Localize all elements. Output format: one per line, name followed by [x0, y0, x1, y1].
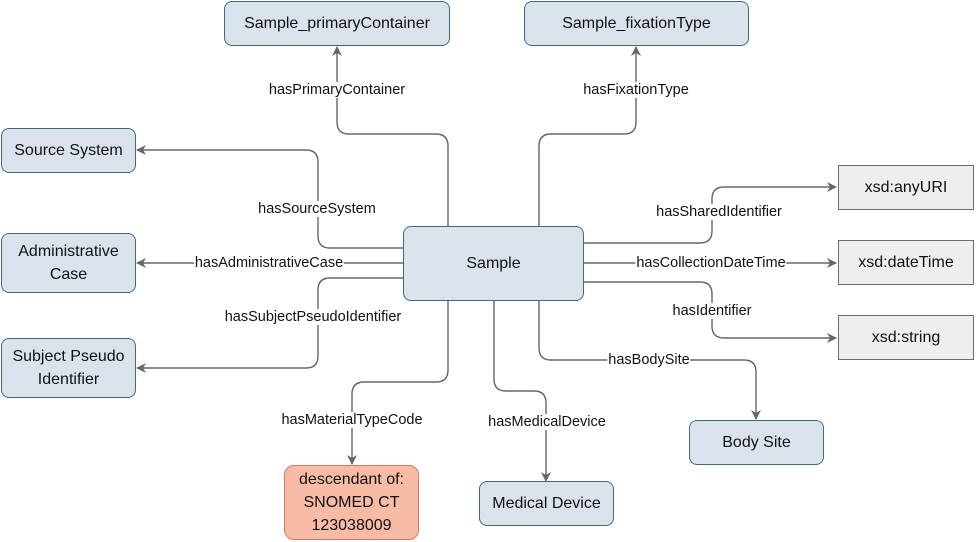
edge-has-medical-device: [493, 301, 551, 482]
node-sample-primary-container[interactable]: Sample_primaryContainer: [224, 1, 450, 46]
edge-label-has-collection-date-time: hasCollectionDateTime: [635, 255, 787, 271]
edge-label-has-medical-device: hasMedicalDevice: [487, 414, 607, 430]
node-material-type-constraint[interactable]: descendant of: SNOMED CT 123038009: [284, 465, 419, 540]
node-sample[interactable]: Sample: [403, 226, 584, 301]
edge-label-has-subject-pseudo-identifier: hasSubjectPseudoIdentifier: [223, 309, 403, 325]
node-xsd-string[interactable]: xsd:string: [838, 315, 974, 360]
node-sample-fixation-type[interactable]: Sample_fixationType: [524, 1, 749, 46]
node-medical-device[interactable]: Medical Device: [479, 481, 614, 526]
edge-label-has-body-site: hasBodySite: [607, 352, 691, 368]
edge-label-has-fixation-type: hasFixationType: [582, 82, 690, 98]
edge-label-has-primary-container: hasPrimaryContainer: [267, 82, 407, 98]
edge-has-source-system: [136, 145, 403, 249]
edge-has-fixation-type: [538, 46, 641, 226]
node-body-site[interactable]: Body Site: [689, 420, 824, 465]
node-administrative-case[interactable]: Administrative Case: [1, 233, 136, 293]
edge-has-material-type-code: [347, 301, 449, 465]
edge-label-has-identifier: hasIdentifier: [671, 303, 753, 319]
node-subject-pseudo-identifier[interactable]: Subject Pseudo Identifier: [1, 338, 136, 398]
node-xsd-any-uri[interactable]: xsd:anyURI: [838, 165, 974, 210]
node-source-system[interactable]: Source System: [1, 128, 136, 173]
edge-label-has-administrative-case: hasAdministrativeCase: [193, 255, 345, 271]
edge-label-has-shared-identifier: hasSharedIdentifier: [655, 204, 783, 220]
edge-label-has-material-type-code: hasMaterialTypeCode: [280, 412, 424, 428]
node-xsd-date-time[interactable]: xsd:dateTime: [838, 240, 974, 285]
edge-has-primary-container: [332, 46, 449, 226]
edge-label-has-source-system: hasSourceSystem: [257, 201, 377, 217]
